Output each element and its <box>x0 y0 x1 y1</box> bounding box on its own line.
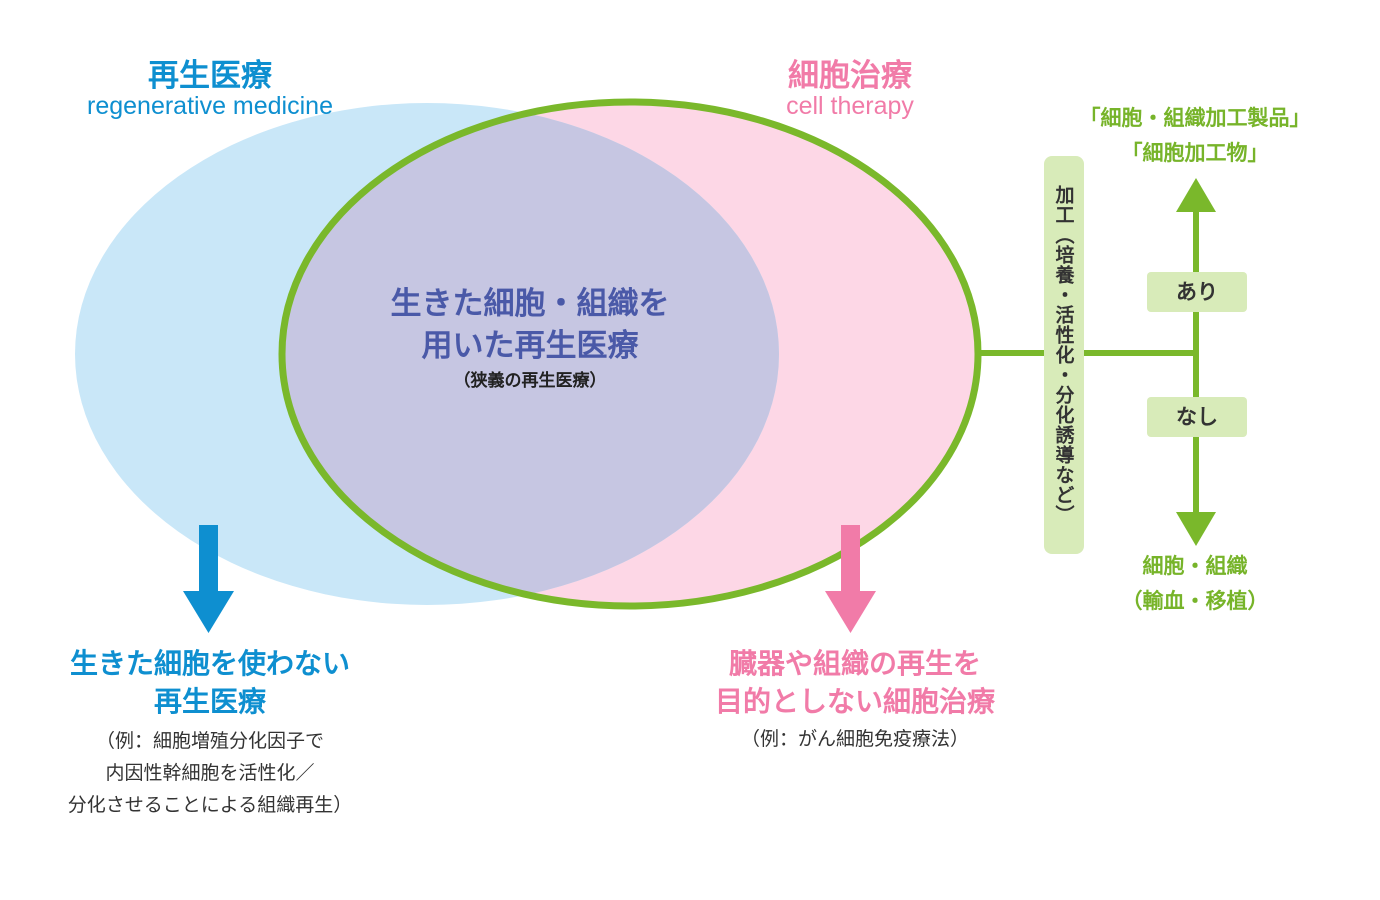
regenerative-medicine-subtitle: regenerative medicine <box>87 92 333 120</box>
overlap-label-line1: 生きた細胞・組織を <box>390 286 670 322</box>
processing-label: 加工（培養・活性化・分化誘導など） <box>1052 185 1075 525</box>
left-result-line2: 再生医療 <box>153 685 266 718</box>
right-result-example: （例：がん細胞免疫療法） <box>740 728 969 750</box>
processed-product-line2: 「細胞加工物」 <box>1121 141 1269 165</box>
processing-label-box: 加工（培養・活性化・分化誘導など） <box>1044 156 1084 554</box>
processing-no-tag: なし <box>1147 397 1247 437</box>
right-result-line2: 目的としない細胞治療 <box>714 685 995 718</box>
blue-down-arrow <box>183 525 234 633</box>
pink-down-arrow <box>825 525 876 633</box>
cell-therapy-subtitle: cell therapy <box>786 92 914 120</box>
left-result-example3: 分化させることによる組織再生） <box>67 794 353 816</box>
left-result-example2: 内因性幹細胞を活性化／ <box>105 762 315 784</box>
cell-therapy-title: 細胞治療 <box>788 58 912 94</box>
left-result-line1: 生きた細胞を使わない <box>69 647 350 680</box>
processing-connector <box>980 178 1216 546</box>
overlap-region <box>282 103 779 605</box>
unprocessed-line2: （輸血・移植） <box>1121 589 1269 613</box>
right-result-line1: 臓器や組織の再生を <box>728 647 981 680</box>
left-result-example1: （例：細胞増殖分化因子で <box>95 730 324 752</box>
overlap-note: （狭義の再生医療） <box>453 371 607 391</box>
overlap-label-line2: 用いた再生医療 <box>421 328 639 364</box>
cell-therapy-outline <box>278 98 982 610</box>
processing-yes-tag: あり <box>1147 272 1247 312</box>
regenerative-medicine-title: 再生医療 <box>148 58 272 94</box>
processed-product-line1: 「細胞・組織加工製品」 <box>1079 106 1311 130</box>
unprocessed-line1: 細胞・組織 <box>1142 554 1248 578</box>
